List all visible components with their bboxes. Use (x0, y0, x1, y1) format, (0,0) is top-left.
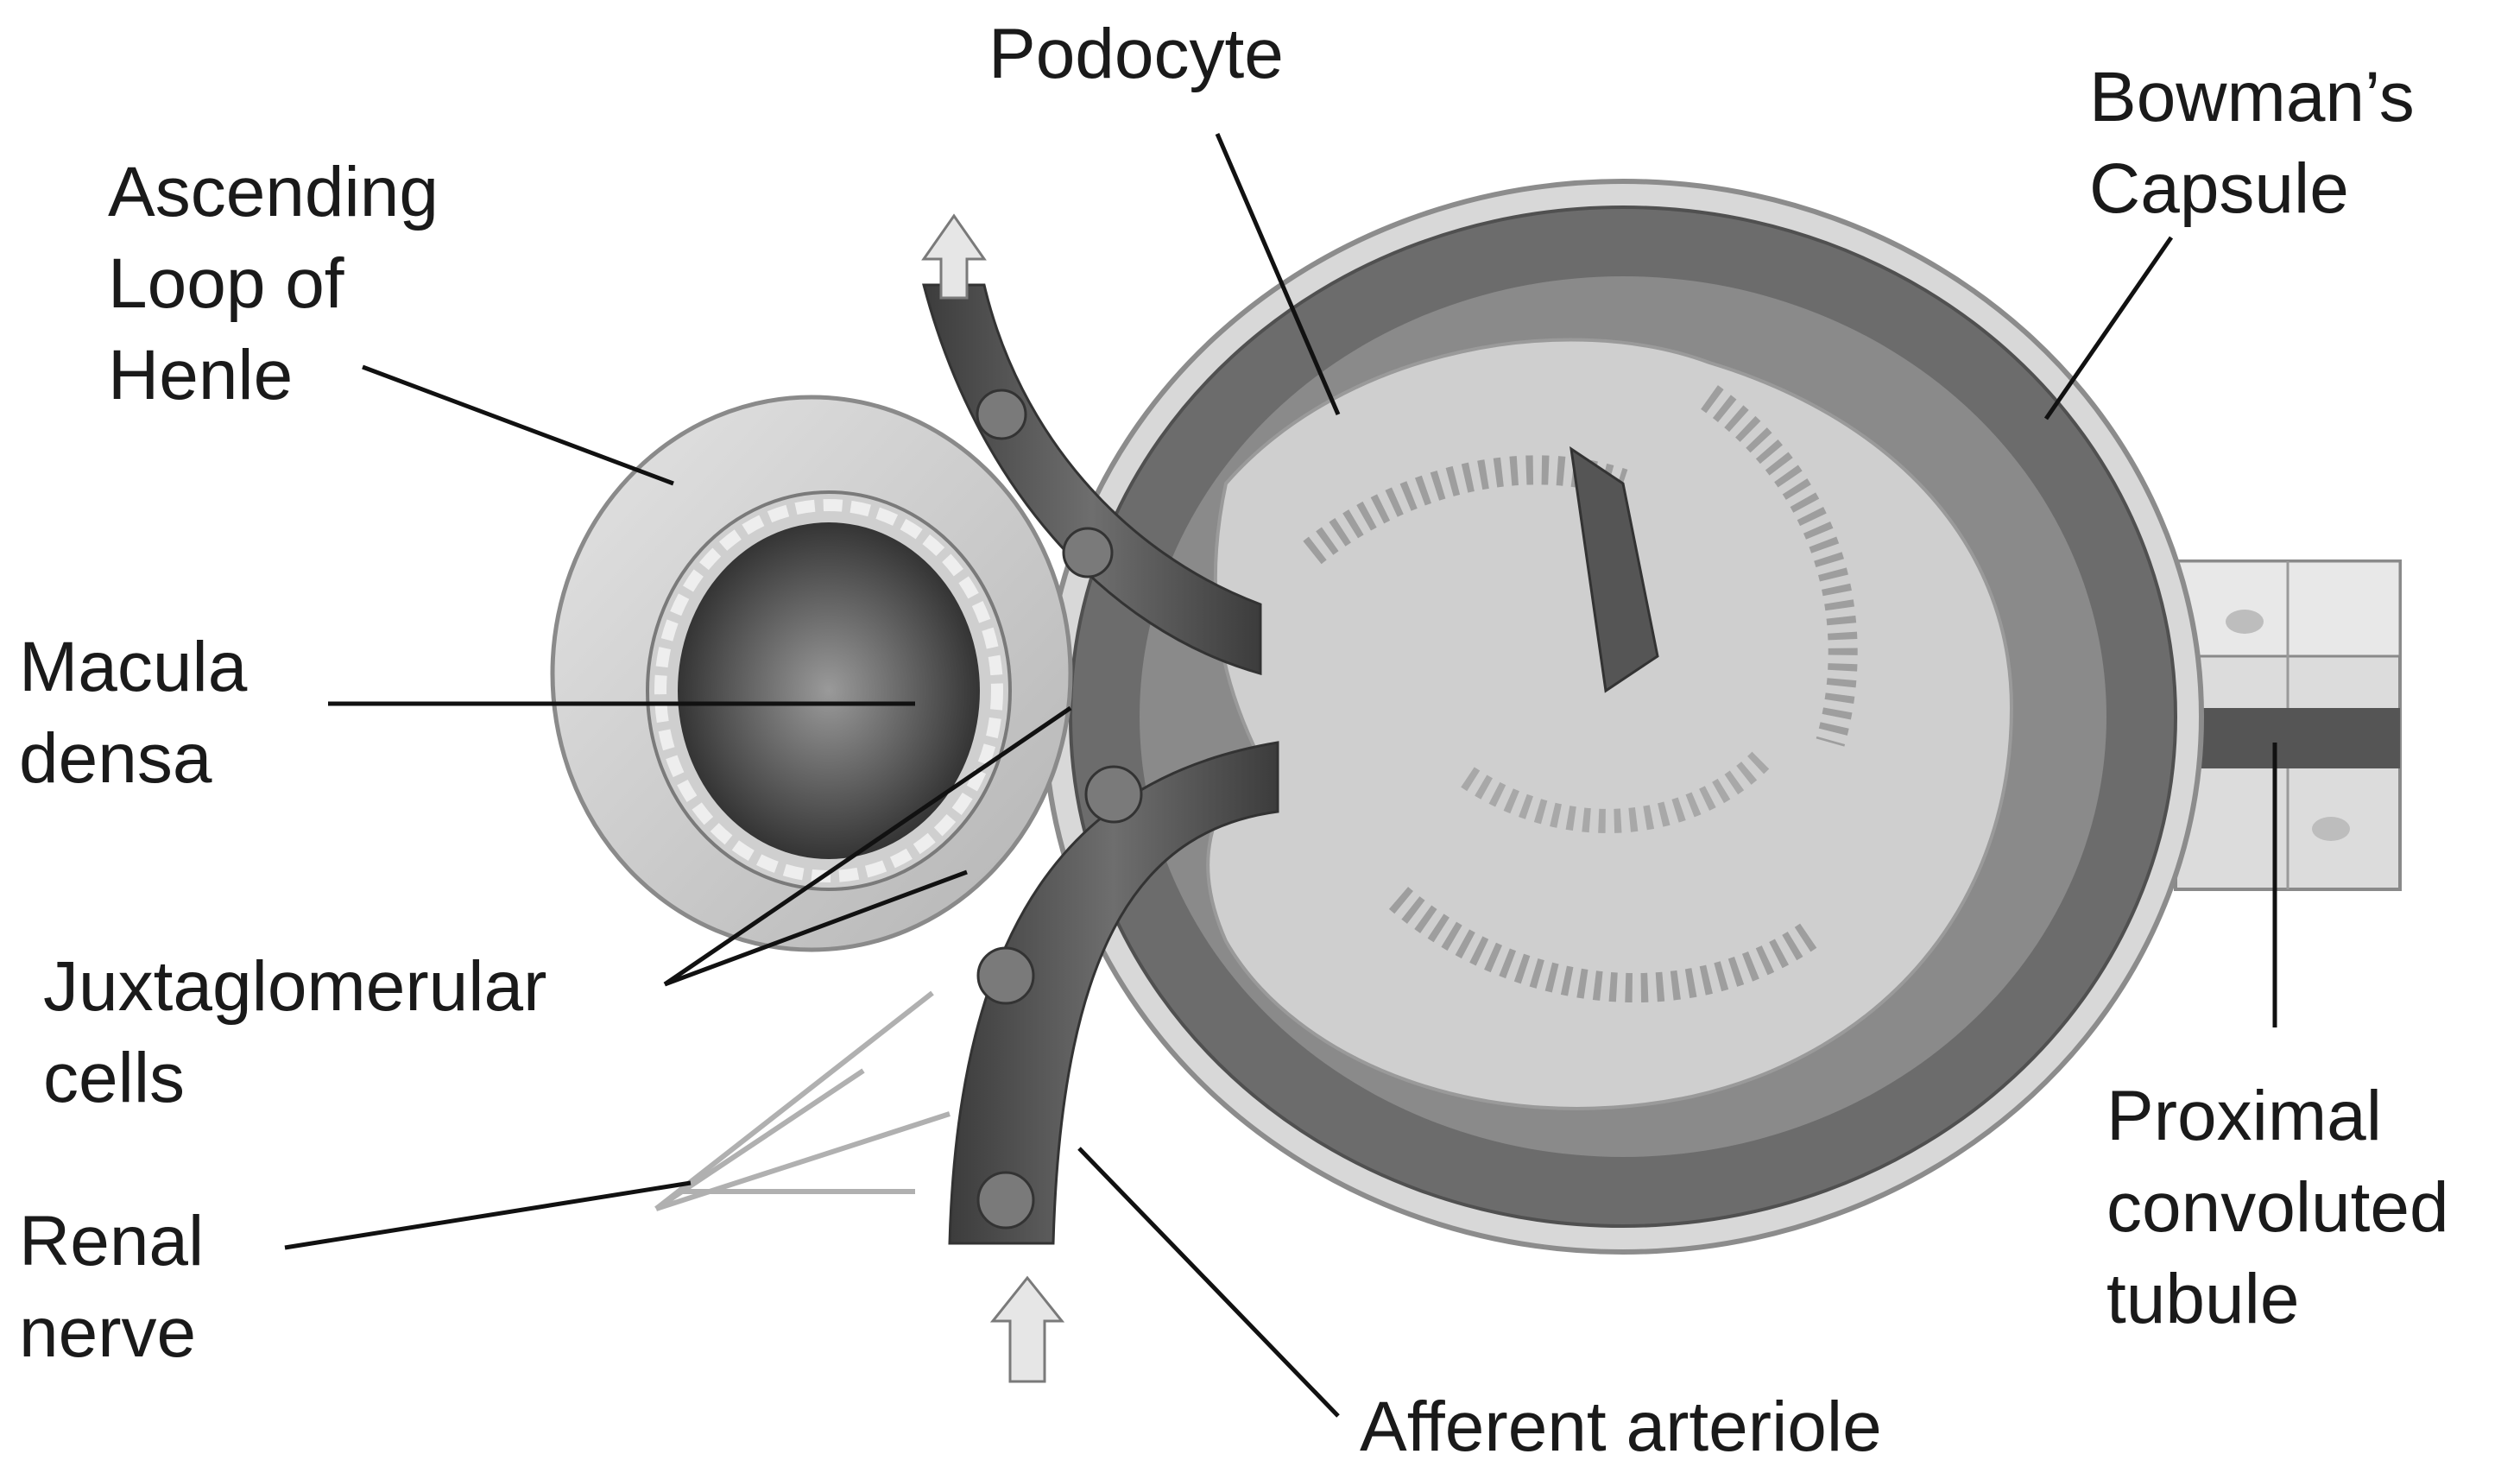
loop-of-henle-shape (553, 397, 1071, 950)
label-afferent-arteriole: Afferent arteriole (1360, 1381, 1882, 1473)
renal-nerve-shape (656, 993, 950, 1209)
label-bowmans-capsule: Bowman’s Capsule (2089, 52, 2415, 235)
leader-afferent-arteriole (1079, 1148, 1338, 1416)
label-ascending-loop-of-henle: Ascending Loop of Henle (108, 147, 439, 421)
label-macula-densa: Macula densa (19, 622, 247, 805)
leader-renal-nerve (285, 1183, 691, 1248)
label-podocyte: Podocyte (988, 9, 1284, 100)
label-renal-nerve: Renal nerve (19, 1196, 204, 1379)
proximal-tubule-shape (2176, 561, 2400, 889)
label-proximal-convoluted-tubule: Proximal convoluted tubule (2106, 1071, 2449, 1345)
leader-bowmans-capsule (2046, 237, 2171, 419)
label-juxtaglomerular-cells: Juxtaglomerular cells (43, 941, 546, 1124)
